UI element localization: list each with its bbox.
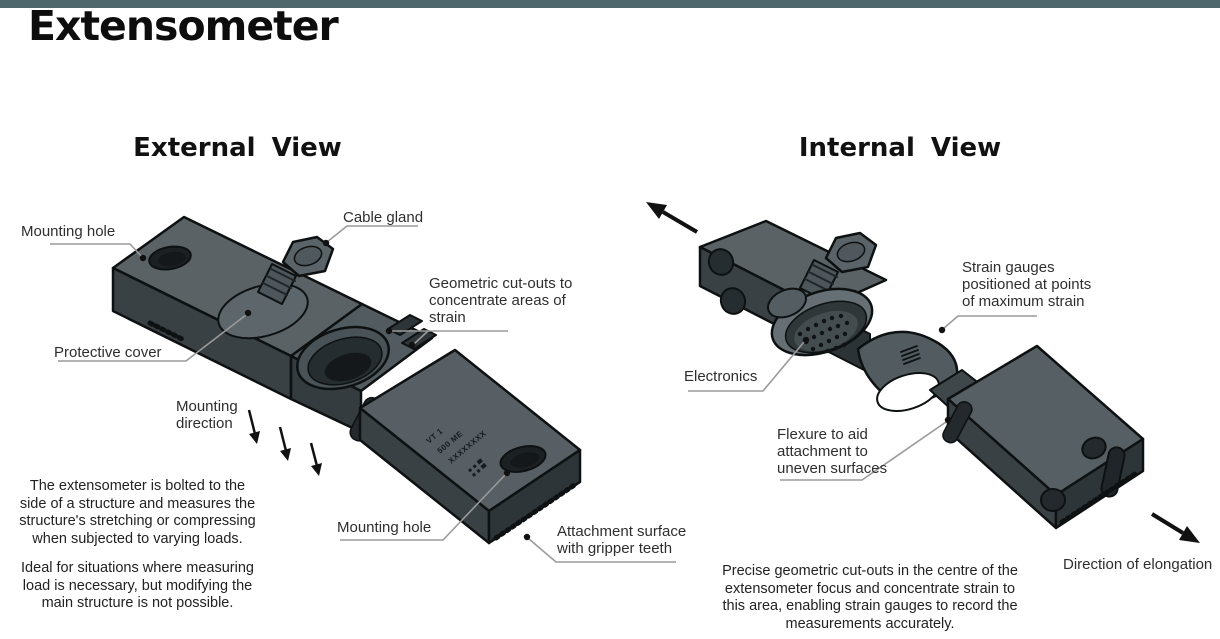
internal-device-illustration (698, 219, 1145, 530)
ext-right-block-end-face (487, 448, 582, 545)
leader-geometric-cutouts-branch (413, 330, 429, 345)
leader-mounting-hole-bottom (340, 474, 506, 541)
leader-dot (503, 469, 511, 477)
int-strain-gauge (900, 345, 921, 365)
mounting-direction-arrows (247, 409, 322, 476)
ext-central-recess-bottom (324, 352, 372, 382)
internal-description-paragraph: Precise geometric cut-outs in the centre… (722, 563, 1018, 633)
leader-mounting-hole-top (50, 243, 143, 258)
leader-protective-cover (58, 314, 247, 362)
int-bottom-notch (1040, 488, 1066, 512)
label-int-electronics: Electronics (684, 368, 758, 385)
label-ext-attachment-surface: Attachment surface with gripper teeth (557, 523, 687, 557)
leader-dots (139, 239, 952, 541)
int-electronics-board (794, 310, 858, 352)
label-ext-geometric-cutouts: Geometric cut-outs to concentrate areas … (429, 275, 573, 326)
int-right-top-notch (1081, 436, 1107, 460)
leader-dot (322, 239, 330, 247)
int-end-notch (707, 248, 735, 276)
leader-dot (139, 254, 147, 262)
leader-lines (50, 225, 1037, 563)
leader-cable-gland (326, 225, 418, 243)
elongation-arrow-down-right (1150, 512, 1200, 543)
engraving-cert-marks (468, 458, 487, 477)
external-view-heading: External View (133, 133, 342, 163)
label-ext-mounting-direction: Mounting direction (176, 398, 238, 432)
external-description-paragraph-1: The extensometer is bolted to the side o… (19, 478, 256, 548)
label-int-strain-gauges: Strain gauges positioned at points of ma… (962, 259, 1092, 310)
ext-mounting-hole-top-inner (158, 251, 186, 267)
top-accent-bar (0, 0, 1220, 8)
leader-strain-gauges (943, 315, 1037, 329)
leader-dot (938, 326, 946, 334)
int-end-notch (719, 287, 747, 315)
leader-dot (802, 336, 810, 344)
ext-mounting-hole-bottom-inner (510, 452, 540, 468)
int-gripper-teeth (1059, 469, 1141, 525)
label-int-direction-of-elongation: Direction of elongation (1063, 556, 1213, 573)
leader-dot (385, 327, 393, 335)
label-ext-cable-gland: Cable gland (343, 209, 424, 226)
internal-view-heading: Internal View (798, 133, 1002, 163)
elongation-arrow-up-left (646, 202, 699, 234)
ext-cutout-notch (387, 314, 423, 336)
label-ext-mounting-hole-top: Mounting hole (21, 223, 116, 240)
leader-attachment-surface (528, 538, 676, 563)
int-through-cut (876, 372, 940, 412)
leader-dot (523, 533, 531, 541)
ext-cable-gland (257, 235, 335, 305)
external-description-paragraph-2: Ideal for situations where measuring loa… (21, 560, 254, 612)
int-electronics-dots (797, 313, 850, 354)
label-int-flexure: Flexure to aid attachment to uneven surf… (777, 426, 888, 477)
label-ext-protective-cover: Protective cover (54, 344, 162, 361)
leader-electronics (688, 341, 805, 392)
int-right-end-channel (1100, 446, 1126, 498)
int-cutaway-blob (766, 287, 808, 319)
page-title: Extensometer (28, 2, 339, 50)
leader-dot (244, 309, 252, 317)
ext-left-serration (147, 320, 185, 342)
leader-dot (944, 416, 952, 424)
leader-dot (408, 341, 416, 349)
leader-flexure (780, 421, 947, 481)
label-ext-mounting-hole-bottom: Mounting hole (337, 519, 432, 536)
ext-gripper-teeth (493, 481, 579, 541)
